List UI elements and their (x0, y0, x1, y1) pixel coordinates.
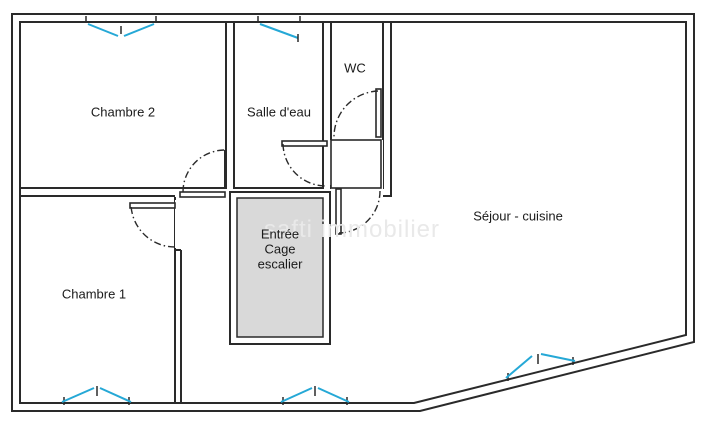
door-arc-chambre-1 (130, 204, 176, 248)
door-arc-chambre-2 (182, 149, 226, 193)
stairwell (236, 197, 324, 338)
door-chambre-1[interactable] (129, 202, 176, 209)
room-label-wc: WC (344, 60, 366, 76)
window-chambre-2[interactable] (85, 16, 157, 37)
salle-eau-walls (233, 21, 324, 189)
room-label-chambre-1: Chambre 1 (61, 286, 127, 302)
window-sejour[interactable] (505, 353, 576, 381)
door-chambre-2[interactable] (179, 191, 226, 198)
door-gap-salle (324, 140, 331, 185)
watermark: safti immobilier (263, 216, 441, 243)
room-label-sejour: Séjour - cuisine (473, 208, 563, 224)
room-label-entree: Entrée Cage escalier (258, 227, 303, 272)
outer-wall (11, 13, 695, 412)
window-chambre-1[interactable] (61, 386, 132, 405)
room-label-salle-eau: Salle d'eau (247, 104, 311, 120)
chambre-2-walls (19, 21, 227, 189)
door-arc-salle-eau (282, 143, 327, 187)
door-salle-eau[interactable] (281, 140, 328, 147)
door-wc[interactable] (375, 88, 382, 138)
window-corridor[interactable] (280, 386, 350, 405)
door-arc-wc (333, 90, 379, 138)
window-salle-eau[interactable] (257, 16, 301, 42)
door-sejour[interactable] (335, 188, 342, 235)
room-label-entree-line2: Cage (264, 241, 296, 257)
room-label-chambre-2: Chambre 2 (90, 104, 156, 120)
room-label-entree-line3: escalier (257, 256, 303, 272)
outer-wall-inner-line (19, 21, 687, 404)
room-label-entree-line1: Entrée (260, 226, 300, 242)
door-arc-sejour (338, 190, 381, 234)
chambre-1-walls (19, 195, 176, 404)
sejour-wall (383, 22, 392, 197)
entree-outer-walls (229, 191, 331, 345)
door-gap-chambre1 (175, 200, 182, 248)
wc-corridor-separator (330, 139, 382, 189)
